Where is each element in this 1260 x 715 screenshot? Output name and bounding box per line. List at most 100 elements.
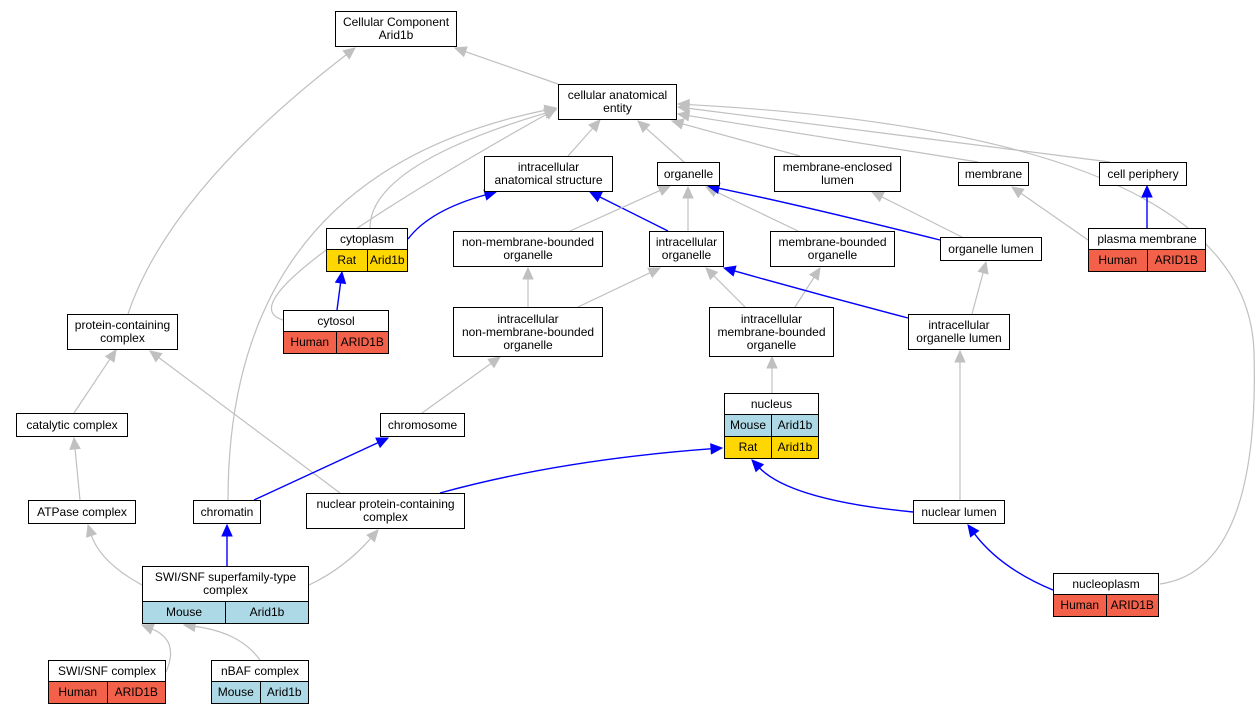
node-label: cell periphery <box>1107 166 1179 181</box>
node-label: Cellular Component Arid1b <box>342 15 450 42</box>
node-intracellular-organelle[interactable]: intracellular organelle <box>649 231 724 267</box>
edge-is-a-intracellular-anatomical-structure-to-cellular-anatomical-entity <box>567 119 601 157</box>
edge-is-a-nucleoplasm-to-cellular-anatomical-entity <box>676 98 1255 585</box>
node-label: organelle lumen <box>948 241 1034 256</box>
node-label: cytoplasm <box>339 231 395 246</box>
gene-symbol-cell: ARID1B <box>1105 595 1158 616</box>
species-cell: Human <box>1054 595 1106 616</box>
node-cell-periphery[interactable]: cell periphery <box>1099 162 1187 186</box>
node-label: ATPase complex <box>37 504 127 519</box>
edge-is-a-plasma-membrane-to-membrane <box>1011 186 1089 241</box>
gene-symbol-cell: ARID1B <box>106 682 165 703</box>
node-intracellular-organelle-lumen[interactable]: intracellular organelle lumen <box>908 314 1010 350</box>
node-atpase-complex[interactable]: ATPase complex <box>28 500 136 524</box>
species-cell: Human <box>284 332 336 353</box>
gene-symbol-cell: ARID1B <box>1146 250 1205 271</box>
node-label: chromatin <box>200 504 254 519</box>
gene-symbol-cell: Arid1b <box>225 602 308 623</box>
gene-symbol-cell: ARID1B <box>335 332 388 353</box>
node-organelle[interactable]: organelle <box>657 162 720 186</box>
gene-symbol-cell: Arid1b <box>366 250 407 271</box>
node-chromosome[interactable]: chromosome <box>380 413 465 437</box>
edge-is-a-intracellular-membrane-bounded-organelle-to-membrane-bounded-organelle <box>794 266 821 308</box>
edge-part-of-cytosol-to-cytoplasm <box>334 270 347 311</box>
node-non-membrane-bounded-organelle[interactable]: non-membrane-bounded organelle <box>453 231 603 267</box>
node-label: intracellular non-membrane-bounded organ… <box>461 311 595 352</box>
edge-is-a-organelle-to-cellular-anatomical-entity <box>637 120 685 163</box>
edge-is-a-swi-snf-superfamily-type-complex-to-nuclear-protein-containing-complex <box>308 529 379 586</box>
node-membrane[interactable]: membrane <box>958 162 1029 186</box>
edge-is-a-cellular-anatomical-entity-to-cc-root <box>453 46 559 85</box>
node-label: nuclear protein-containing complex <box>316 497 455 524</box>
node-label: nBAF complex <box>220 663 300 678</box>
node-nuclear-protein-containing-complex[interactable]: nuclear protein-containing complex <box>306 493 465 529</box>
species-cell: Mouse <box>212 682 260 703</box>
node-label: SWI/SNF superfamily-type complex <box>154 570 297 597</box>
node-label: non-membrane-bounded organelle <box>461 235 595 262</box>
edge-is-a-atpase-complex-to-catalytic-complex <box>69 436 81 501</box>
edge-is-a-nuclear-protein-containing-complex-to-protein-containing-complex <box>149 350 341 494</box>
edge-is-a-swi-snf-superfamily-type-complex-to-atpase-complex <box>86 523 143 586</box>
node-label: plasma membrane <box>1097 231 1197 246</box>
edge-part-of-chromatin-to-chromosome <box>253 437 390 501</box>
node-label: chromosome <box>387 417 458 432</box>
node-intracellular-non-membrane-bounded-organelle[interactable]: intracellular non-membrane-bounded organ… <box>453 307 603 357</box>
species-cell: Human <box>49 682 107 703</box>
species-cell: Rat <box>725 437 771 458</box>
edge-is-a-nucleus-to-intracellular-membrane-bounded-organelle <box>766 355 778 393</box>
edge-is-a-cytosol-to-cellular-anatomical-entity <box>271 108 558 321</box>
edge-is-a-organelle-lumen-to-membrane-enclosed-lumen <box>870 191 963 238</box>
node-cellular-anatomical-entity[interactable]: cellular anatomical entity <box>558 84 677 120</box>
node-chromatin[interactable]: chromatin <box>193 500 261 524</box>
edge-is-a-intracellular-membrane-bounded-organelle-to-intracellular-organelle <box>705 267 746 308</box>
species-cell: Rat <box>327 250 367 271</box>
node-label: nucleus <box>750 396 793 411</box>
edge-part-of-intracellular-organelle-to-intracellular-anatomical-structure <box>588 191 669 232</box>
edge-is-a-membrane-bounded-organelle-to-organelle <box>704 186 799 232</box>
node-protein-containing-complex[interactable]: protein-containing complex <box>67 314 178 350</box>
edge-is-a-membrane-enclosed-lumen-to-cellular-anatomical-entity <box>670 118 801 157</box>
edge-is-a-cell-periphery-to-cellular-anatomical-entity <box>676 102 1111 163</box>
node-catalytic-complex[interactable]: catalytic complex <box>16 413 128 437</box>
edge-part-of-plasma-membrane-to-cell-periphery <box>1141 184 1153 228</box>
node-label: membrane-enclosed lumen <box>782 160 893 187</box>
edge-is-a-intracellular-non-membrane-bounded-organelle-to-intracellular-organelle <box>577 267 662 308</box>
edge-is-a-intracellular-non-membrane-bounded-organelle-to-non-membrane-bounded-organelle <box>522 266 534 307</box>
node-label: SWI/SNF complex <box>57 663 156 678</box>
gene-symbol-cell: Arid1b <box>259 682 308 703</box>
node-organelle-lumen[interactable]: organelle lumen <box>940 237 1042 261</box>
species-cell: Mouse <box>725 415 771 436</box>
node-intracellular-membrane-bounded-organelle[interactable]: intracellular membrane-bounded organelle <box>709 307 834 357</box>
edge-part-of-nuclear-protein-containing-complex-to-nucleus <box>439 443 724 494</box>
node-membrane-enclosed-lumen[interactable]: membrane-enclosed lumen <box>774 156 901 192</box>
node-cc-root[interactable]: Cellular Component Arid1b <box>335 11 457 47</box>
node-label: intracellular organelle lumen <box>916 318 1002 345</box>
edge-is-a-intracellular-organelle-lumen-to-organelle-lumen <box>971 260 989 315</box>
node-label: organelle <box>663 166 714 181</box>
edge-is-a-intracellular-organelle-to-organelle <box>682 185 694 231</box>
node-label: membrane-bounded organelle <box>778 235 887 262</box>
species-cell: Mouse <box>143 602 225 623</box>
node-nuclear-lumen[interactable]: nuclear lumen <box>913 500 1005 524</box>
gene-symbol-cell: Arid1b <box>771 437 818 458</box>
gene-symbol-cell: Arid1b <box>771 415 818 436</box>
node-membrane-bounded-organelle[interactable]: membrane-bounded organelle <box>770 231 895 267</box>
node-intracellular-anatomical-structure[interactable]: intracellular anatomical structure <box>484 156 613 192</box>
edge-is-a-nuclear-lumen-to-intracellular-organelle-lumen <box>954 349 966 500</box>
